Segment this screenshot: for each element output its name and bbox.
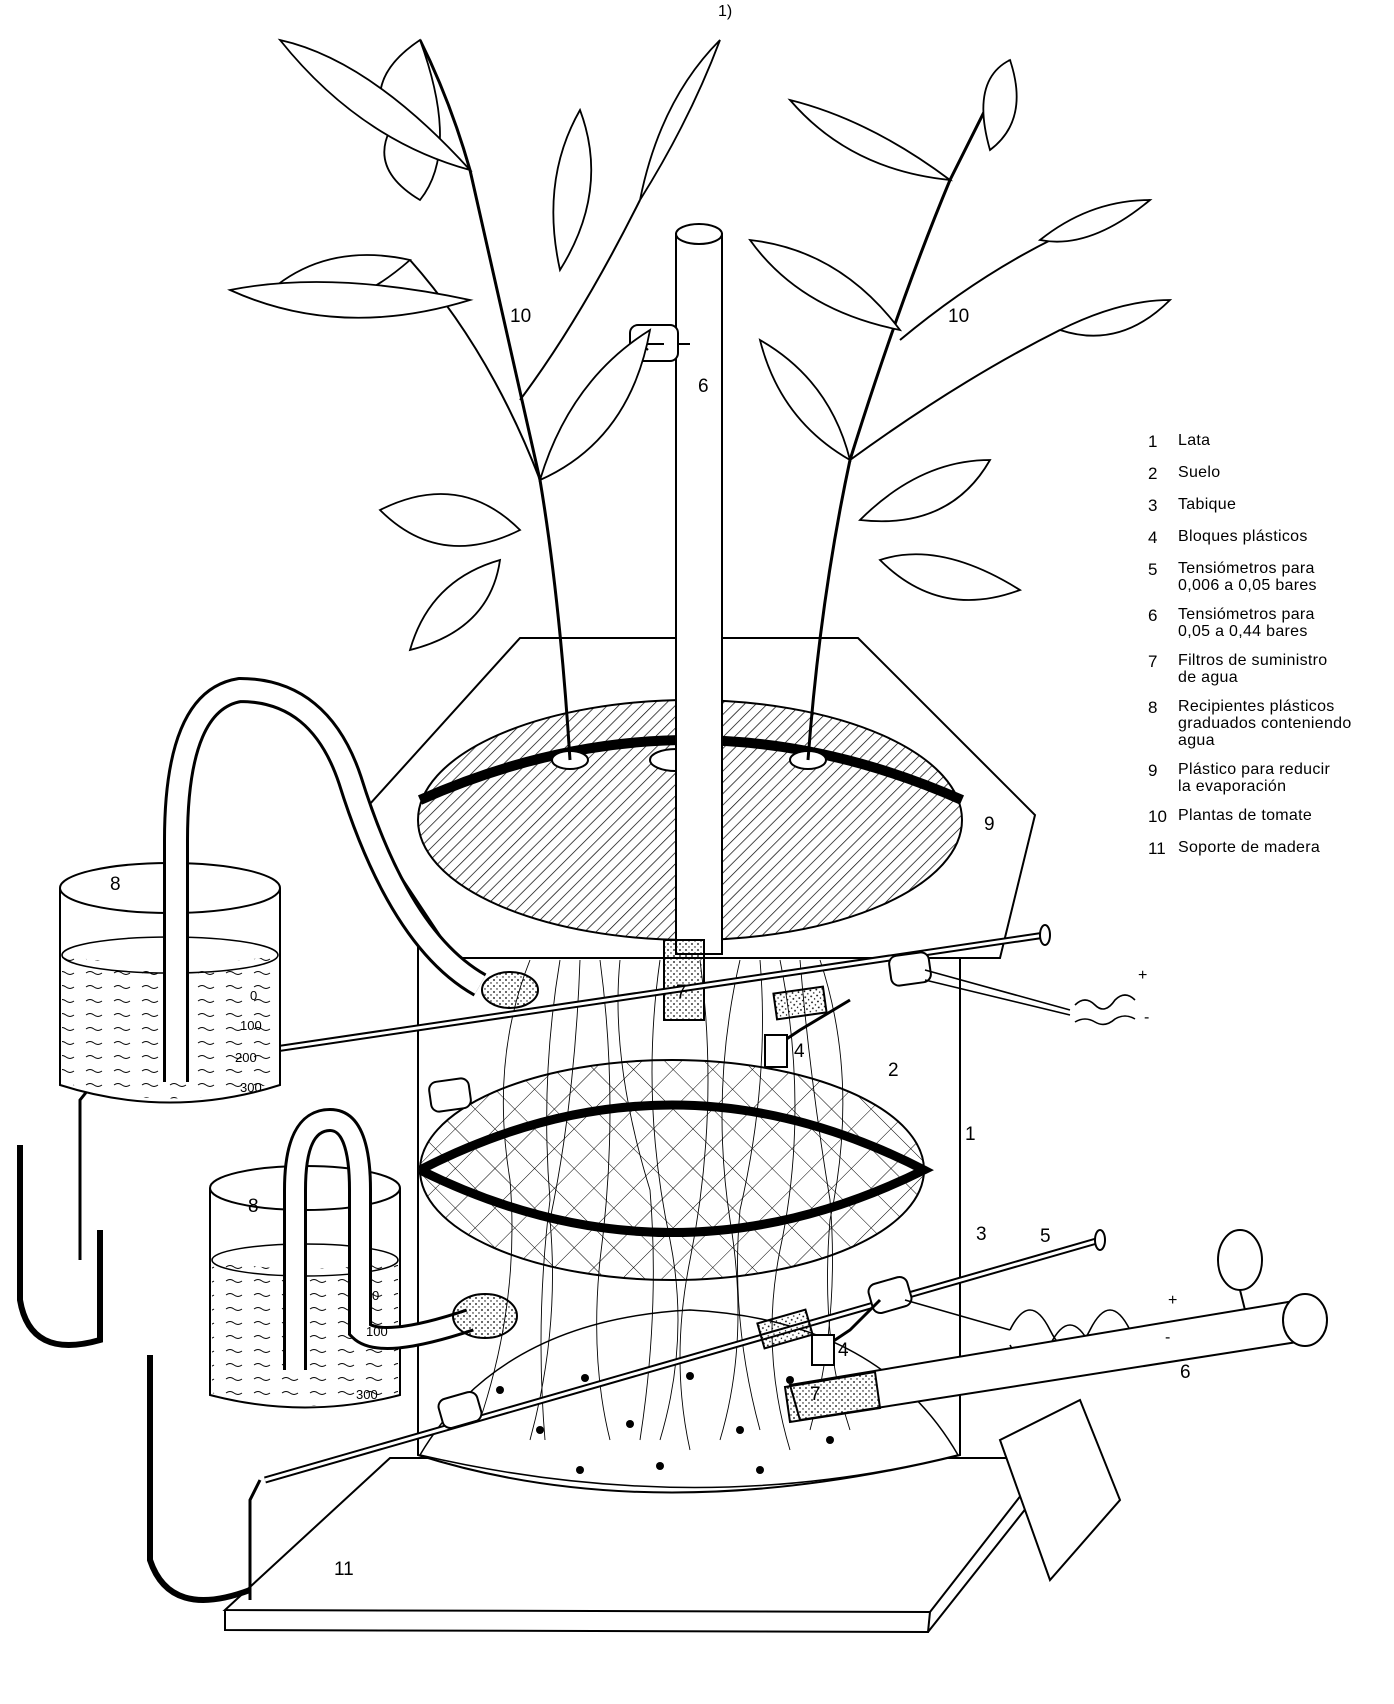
svg-text:200: 200 [235,1050,257,1065]
wooden-block [1000,1400,1120,1580]
callout-tensiometer-5: 5 [1040,1226,1051,1247]
legend-number: 2 [1148,464,1178,484]
legend-number: 3 [1148,496,1178,516]
legend-text: Recipientes plásticos graduados contenie… [1178,698,1352,749]
tensiometer-6-top-cap [676,224,722,244]
legend-text: Tensiómetros para 0,05 a 0,44 bares [1178,606,1315,640]
legend-number: 10 [1148,807,1178,827]
svg-text:+: + [1138,967,1147,984]
legend-number: 11 [1148,839,1178,859]
legend-number: 4 [1148,528,1178,548]
callout-partition: 3 [976,1224,987,1245]
svg-text:-: - [1144,1009,1149,1026]
callout-support: 11 [334,1559,354,1580]
legend-text: Suelo [1178,464,1220,481]
legend-text: Soporte de madera [1178,839,1320,856]
callout-container-lower: 8 [248,1196,259,1217]
callout-block-lower: 4 [838,1340,849,1361]
svg-text:-: - [1165,1329,1170,1346]
callout-container-upper: 8 [110,874,121,895]
legend-number: 6 [1148,606,1178,626]
callout-tensiometer-6-bottom: 6 [1180,1362,1191,1383]
wire-signs: + - + - [1138,967,1177,1346]
legend-number: 1 [1148,432,1178,452]
legend-number: 7 [1148,652,1178,672]
legend-text: Tensiómetros para 0,006 a 0,05 bares [1178,560,1317,594]
svg-text:300: 300 [240,1080,262,1095]
svg-text:300: 300 [356,1387,378,1402]
svg-text:+: + [1168,1292,1177,1309]
callout-plastic-sheet: 9 [984,814,995,835]
legend-number: 9 [1148,761,1178,781]
external-tube-upper [20,1145,100,1345]
legend-number: 5 [1148,560,1178,580]
svg-text:100: 100 [240,1018,262,1033]
svg-text:0: 0 [250,988,257,1003]
legend-text: Bloques plásticos [1178,528,1308,545]
legend-text: Plantas de tomate [1178,807,1312,824]
callout-plant-left: 10 [510,306,531,327]
legend-text: Tabique [1178,496,1236,513]
svg-text:100: 100 [366,1324,388,1339]
svg-text:0: 0 [372,1288,379,1303]
callout-filter-upper: 7 [676,982,687,1003]
callout-tensiometer-6-top: 6 [698,376,709,397]
callout-block-upper: 4 [794,1041,805,1062]
partition [420,1060,924,1280]
callout-can: 1 [965,1124,976,1145]
legend-text: Filtros de suministro de agua [1178,652,1327,686]
tensiometer-6-top-cup [664,940,704,1020]
tensiometer-6-top-tube [676,234,722,954]
legend-text: Lata [1178,432,1210,449]
callout-plant-right: 10 [948,306,969,327]
callout-soil: 2 [888,1060,899,1081]
top-mark: 1) [718,3,732,20]
callout-filter-lower: 7 [810,1384,821,1405]
legend-text: Plástico para reducir la evaporación [1178,761,1330,795]
legend-number: 8 [1148,698,1178,718]
